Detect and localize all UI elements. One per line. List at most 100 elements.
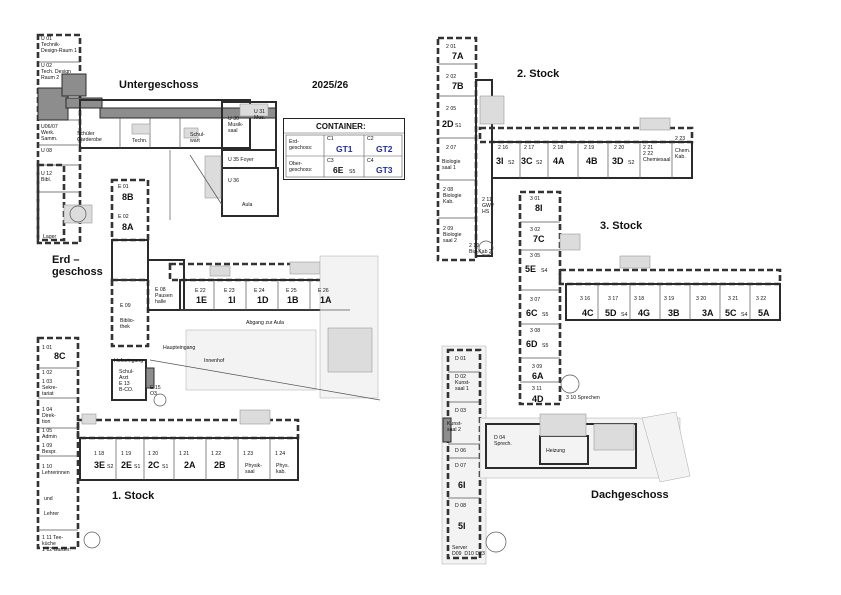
- room-d07: D 07: [455, 463, 466, 469]
- class-6a: 6A: [532, 371, 544, 381]
- room-d03: D 03: [455, 408, 466, 414]
- room-e24: E 24: [254, 288, 265, 294]
- room-bibliothek: Biblio- thek: [120, 318, 135, 330]
- class-6d: 6D: [526, 339, 538, 349]
- label-innenhof: Innenhof: [204, 358, 225, 364]
- room-322: 3 22: [756, 296, 767, 302]
- room-308: 3 08: [530, 328, 541, 334]
- class-5d: 5D: [605, 308, 617, 318]
- room-u30: U 30 Musik- saal: [228, 116, 244, 134]
- class-5c: 5C: [725, 308, 737, 318]
- container-legend: CONTAINER: Erd- geschoss: Ober- geschoss…: [283, 118, 405, 180]
- room-223: 2 23 Chem. Kab.: [675, 136, 691, 160]
- room-102: 1 02: [42, 370, 53, 376]
- room-u12: U 12 Bibl.: [41, 171, 52, 183]
- class-3b: 3B: [668, 308, 680, 318]
- class-6i: 6I: [458, 480, 466, 490]
- class-2d: 2D: [442, 119, 454, 129]
- room-307: 3 07: [530, 297, 541, 303]
- container-c3-value: 6E: [333, 165, 344, 175]
- room-122: 1 22: [211, 451, 222, 457]
- room-121: 1 21: [179, 451, 190, 457]
- room-124: 1 24: [275, 451, 286, 457]
- room-316: 3 16: [580, 296, 591, 302]
- class-5a: 5A: [758, 308, 770, 318]
- room-221: 2 21 2 22 Chemiesaal: [643, 145, 671, 163]
- class-6c: 6C: [526, 308, 538, 318]
- room-d08: D 08: [455, 503, 466, 509]
- room-109: 1 09 Bespr.: [42, 443, 57, 455]
- class-4b: 4B: [586, 156, 598, 166]
- room-u06-07: U06/07 Werk. Samm.: [41, 124, 58, 142]
- room-server: Server D09 D10 D23: [452, 545, 485, 557]
- class-8c: 8C: [54, 351, 66, 361]
- floor-title-2-stock: 2. Stock: [517, 68, 560, 80]
- class-3d-sub: S2: [628, 160, 635, 166]
- room-u31: U 31 Mus.: [254, 109, 266, 121]
- container-c3-sub: S5: [349, 169, 356, 175]
- class-7c: 7C: [533, 234, 545, 244]
- room-317: 3 17: [608, 296, 619, 302]
- class-6c-sub: S5: [542, 312, 549, 318]
- room-schularzt: Schul- Arzt E 13 B-CO.: [119, 369, 134, 393]
- room-schulwart: Schul- wart: [190, 132, 205, 144]
- room-e15: E 15 O3: [150, 385, 161, 397]
- room-210: 2 10 Bio-Kab 2: [469, 243, 492, 255]
- container-c2-label: C2: [367, 136, 374, 142]
- label-haupteingang: Haupteingang: [163, 345, 196, 351]
- room-104: 1 04 Direk- tion: [42, 407, 56, 425]
- class-5e: 5E: [525, 264, 537, 274]
- class-4a: 4A: [553, 156, 565, 166]
- room-123: 1 23: [243, 451, 254, 457]
- room-219: 2 19: [584, 145, 595, 151]
- class-2a: 2A: [184, 460, 196, 470]
- room-u02: U 02 Tech. Design Raum 2: [41, 63, 71, 81]
- class-2e-sub: S1: [134, 464, 141, 470]
- room-201: 2 01: [446, 44, 457, 50]
- room-u08: U 08: [41, 148, 52, 154]
- room-124-name: Phys. kab.: [276, 463, 289, 475]
- class-3i-sub: S2: [508, 160, 515, 166]
- room-103: 1 03 Sekre- tariat: [42, 379, 58, 397]
- room-318: 3 18: [634, 296, 645, 302]
- container-title: CONTAINER:: [316, 122, 366, 131]
- erdgeschoss-plan: [110, 178, 381, 407]
- room-208: 2 08 Biologie Kab.: [443, 187, 462, 205]
- room-u01: U 01 Technik- Design-Raum 1: [41, 36, 78, 54]
- room-garderobe: Schüler Garderobe: [77, 131, 102, 143]
- room-321: 3 21: [728, 296, 739, 302]
- container-c3-label: C3: [327, 158, 334, 164]
- room-techn: Techn.: [132, 138, 148, 144]
- class-1i: 1I: [228, 295, 236, 305]
- class-4c: 4C: [582, 308, 594, 318]
- room-e25: E 25: [286, 288, 297, 294]
- room-310: 3 10 Sprechen: [566, 395, 600, 401]
- room-u36: U 36: [228, 178, 239, 184]
- container-c1-value: GT1: [336, 144, 353, 154]
- class-3e: 3E: [94, 460, 106, 470]
- class-8b: 8B: [122, 192, 134, 202]
- stock1-plan: [36, 336, 300, 550]
- floor-title-untergeschoss: Untergeschoss: [119, 79, 199, 91]
- class-7a: 7A: [452, 51, 464, 61]
- room-301: 3 01: [530, 196, 541, 202]
- room-e01: E 01: [118, 184, 129, 190]
- room-217: 2 17: [524, 145, 535, 151]
- room-209: 2 09 Biologie saal 2: [443, 226, 462, 244]
- room-aula: Aula: [242, 202, 253, 208]
- room-302: 3 02: [530, 227, 541, 233]
- class-2e: 2E: [121, 460, 133, 470]
- class-4g: 4G: [638, 308, 651, 318]
- container-c2-value: GT2: [376, 144, 393, 154]
- class-3c: 3C: [521, 156, 533, 166]
- room-309: 3 09: [532, 364, 543, 370]
- room-e09: E 09: [120, 303, 131, 309]
- room-118: 1 18: [94, 451, 105, 457]
- room-d02: D 02 Kunst- saal 1: [455, 374, 470, 392]
- class-5e-sub: S4: [541, 268, 548, 274]
- class-7b: 7B: [452, 81, 464, 91]
- room-110: 1 10 Lehrerinnen: [42, 464, 70, 476]
- class-1b: 1B: [287, 295, 299, 305]
- floor-title-erdgeschoss: Erd – geschoss: [52, 254, 103, 278]
